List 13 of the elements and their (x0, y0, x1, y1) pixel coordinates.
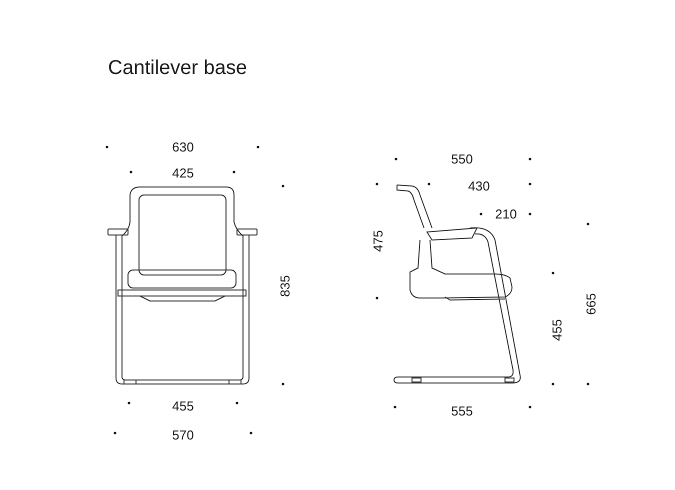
dimension-label: 550 (451, 152, 473, 166)
dimension-label: 570 (172, 428, 194, 442)
dimension-label: 430 (468, 178, 490, 194)
dimension-label: 210 (495, 206, 517, 222)
dimension-label: 835 (278, 275, 292, 297)
dimension-label: 630 (172, 140, 194, 154)
dimension-label: 455 (172, 398, 194, 414)
dimension-label: 455 (550, 319, 564, 341)
title: Cantilever base (108, 56, 247, 80)
dimension-label: 425 (172, 166, 194, 180)
dimension-label: 555 (451, 404, 473, 418)
dimension-label: 475 (370, 230, 386, 252)
dimension-label: 665 (584, 293, 598, 315)
